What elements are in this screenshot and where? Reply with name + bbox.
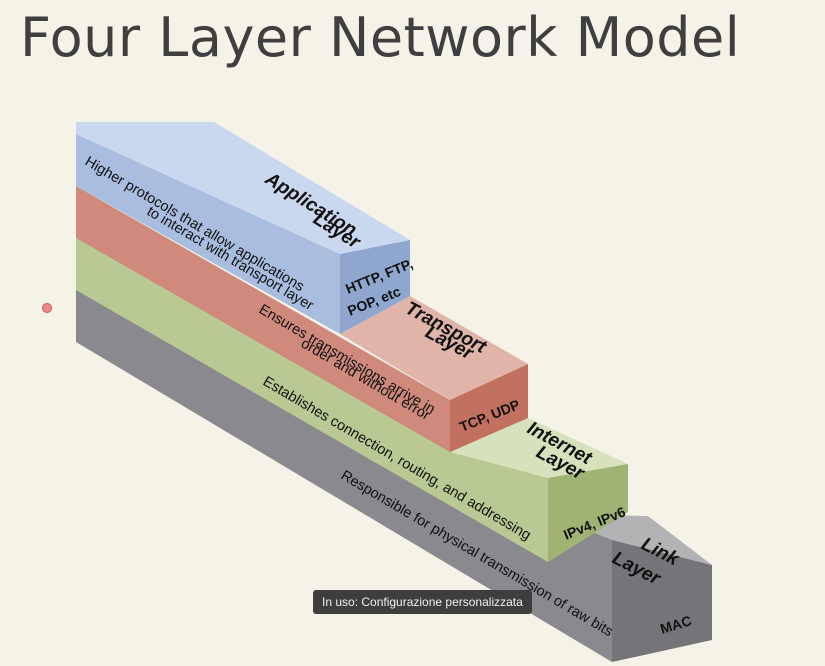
link-layer-side xyxy=(76,290,612,662)
application-layer-side xyxy=(76,134,340,334)
internet-layer-front xyxy=(548,464,628,562)
transport-layer-side xyxy=(76,186,450,452)
internet-layer-side xyxy=(76,238,548,562)
link-layer-front xyxy=(612,540,712,662)
transport-layer-top xyxy=(340,296,528,400)
application-layer-top xyxy=(76,122,410,254)
transport-layer-front xyxy=(450,364,528,452)
internet-layer-top xyxy=(450,418,628,478)
status-tooltip: In uso: Configurazione personalizzata xyxy=(313,590,532,614)
application-layer-front xyxy=(340,240,410,334)
cursor-indicator xyxy=(42,303,52,313)
page-title: Four Layer Network Model xyxy=(20,6,741,69)
